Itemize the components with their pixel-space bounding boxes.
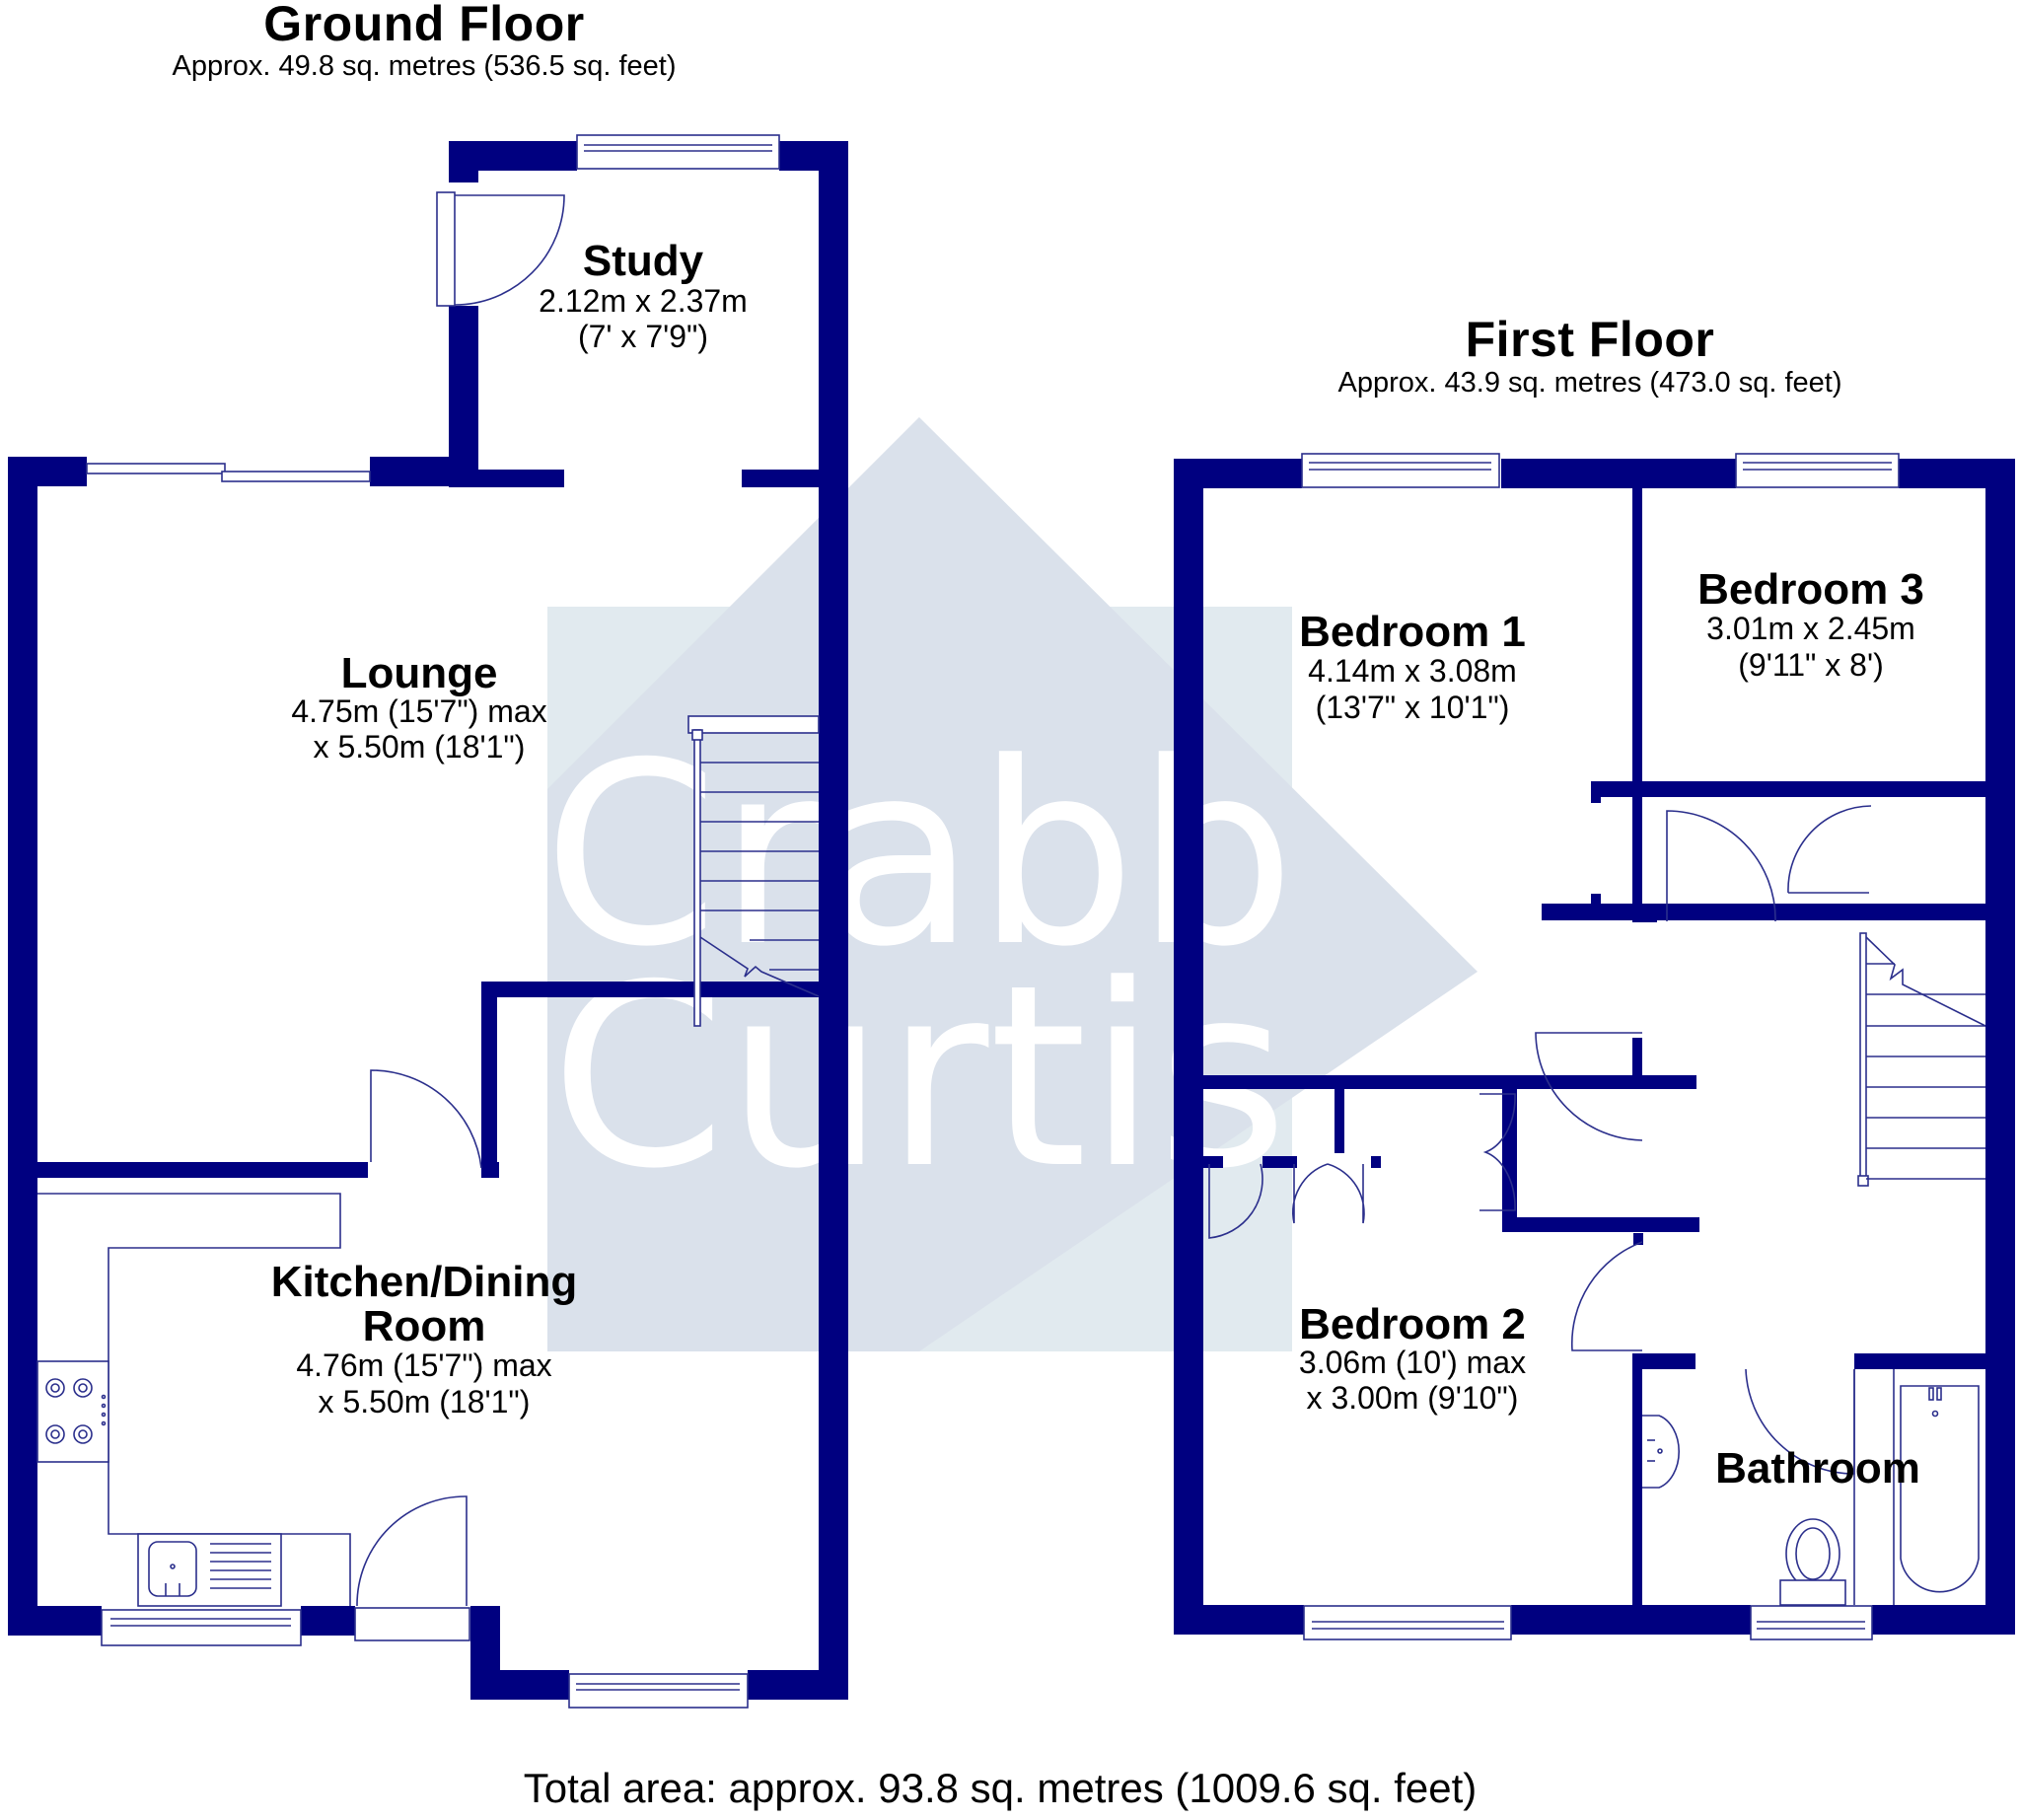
ground-doors (354, 191, 565, 1641)
room-bedroom1-dim1: 4.14m x 3.08m (1308, 653, 1517, 689)
bath-icon (1900, 1385, 1980, 1593)
bathroom-window (1750, 1605, 1873, 1640)
room-bedroom3-name: Bedroom 3 (1697, 565, 1924, 614)
ground-windows (86, 134, 780, 1709)
study-door-swing (454, 194, 565, 306)
bedroom2-door (1570, 1241, 1643, 1351)
room-lounge-dim1: 4.75m (15'7") max (291, 693, 547, 729)
room-bedroom1-dim2: (13'7" x 10'1") (1315, 690, 1510, 725)
room-bedroom2-name: Bedroom 2 (1299, 1300, 1526, 1348)
watermark-text-crabb: Crabb (543, 709, 1296, 1002)
bed3-cupboard-door (1787, 805, 1872, 894)
room-bedroom3-dim1: 3.01m x 2.45m (1706, 611, 1915, 646)
room-kitchen-dim1: 4.76m (15'7") max (296, 1347, 552, 1383)
wardrobe-door-left (1327, 1163, 1365, 1224)
ground-floor-walls (8, 141, 848, 1700)
bedroom1-door (1535, 1032, 1643, 1141)
first-floor-title: First Floor (1465, 312, 1715, 367)
bedroom3-door (1666, 810, 1776, 922)
back-door-frame (354, 1607, 470, 1641)
room-lounge-name: Lounge (340, 649, 498, 697)
room-lounge-dim2: x 5.50m (18'1") (313, 729, 526, 764)
room-bedroom2-dim1: 3.06m (10') max (1298, 1345, 1527, 1380)
dining-window (568, 1673, 749, 1709)
study-door-frame (436, 191, 456, 307)
total-area: Total area: approx. 93.8 sq. metres (100… (523, 1765, 1478, 1811)
kitchen-units (36, 1193, 351, 1607)
bathroom-door (1745, 1368, 1855, 1475)
ground-stairs (687, 715, 820, 1027)
room-bedroom3-dim2: (9'11" x 8') (1738, 647, 1884, 683)
hob-icon (36, 1360, 109, 1463)
first-doors (1208, 805, 1872, 1475)
first-windows (1301, 453, 1900, 1640)
room-kitchen-dim2: x 5.50m (18'1") (318, 1384, 531, 1420)
sink-icon (148, 1541, 197, 1597)
first-floor-walls (1174, 459, 2015, 1635)
bedroom3-window (1735, 453, 1900, 488)
lounge-kitchen-door (370, 1069, 482, 1169)
first-stairs (1857, 932, 1986, 1187)
airing-cupboard-doors (1479, 1093, 1516, 1211)
ground-floor-area: Approx. 49.8 sq. metres (536.5 sq. feet) (172, 50, 677, 82)
kitchen-window (101, 1609, 302, 1646)
patio-door-left (86, 463, 226, 474)
ground-floor-title: Ground Floor (263, 0, 585, 51)
watermark-text-curtis: Curtis (550, 931, 1288, 1224)
room-study-name: Study (582, 237, 704, 285)
room-bedroom1-name: Bedroom 1 (1299, 608, 1526, 656)
toilet-icon (1785, 1518, 1840, 1589)
watermark-logo: Crabb Curtis (543, 417, 1478, 1351)
basin-icon (1642, 1415, 1681, 1489)
bedroom1-window (1301, 453, 1500, 488)
back-door-swing (356, 1495, 468, 1607)
room-bedroom2-dim2: x 3.00m (9'10") (1306, 1380, 1519, 1416)
bed2-cupboard-door (1208, 1163, 1263, 1239)
room-bathroom-name: Bathroom (1715, 1444, 1920, 1492)
study-window (576, 134, 780, 170)
room-study-dim1: 2.12m x 2.37m (539, 283, 748, 319)
room-kitchen-name-line2: Room (362, 1302, 486, 1350)
room-study-dim2: (7' x 7'9") (577, 319, 709, 354)
first-floor-area: Approx. 43.9 sq. metres (473.0 sq. feet) (1337, 367, 1842, 399)
bathroom-fixtures (1642, 1369, 1980, 1606)
room-kitchen-name: Kitchen/Dining (270, 1258, 578, 1306)
bedroom2-window (1303, 1605, 1512, 1640)
patio-door-right (221, 471, 371, 482)
